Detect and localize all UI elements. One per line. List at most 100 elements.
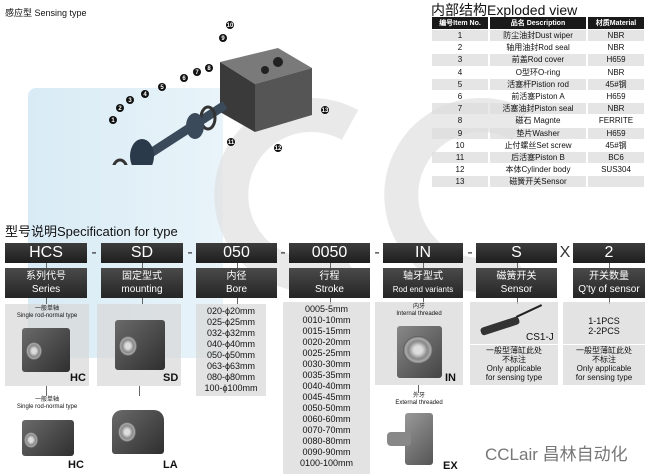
cell-description: 防尘油封Dust wiper xyxy=(490,30,586,42)
qty-panel xyxy=(563,302,645,385)
callout-12: 12 xyxy=(275,146,282,152)
ex-note-cn: 外牙 xyxy=(412,393,425,399)
rod-end-image-in xyxy=(397,326,442,378)
separator: - xyxy=(91,244,97,261)
cell-material: 45#钢 xyxy=(605,140,627,150)
code-stroke: 0050 xyxy=(289,243,370,263)
col-header-item: 编号Item No. xyxy=(432,17,488,29)
cell-material: SUS304 xyxy=(601,165,631,175)
stroke-option: 0090-90mm xyxy=(302,447,351,457)
stroke-option: 0005-5mm xyxy=(304,304,349,314)
series-note-cn: 一般单轴 xyxy=(34,306,59,312)
cell-material: 45#钢 xyxy=(588,78,644,90)
cell-item: 8 xyxy=(457,116,463,126)
parts-row: 8 磁石 Magnte FERRITE xyxy=(432,115,644,126)
cell-material xyxy=(588,176,644,188)
label-en: Sensor xyxy=(500,284,533,295)
spec-title: 型号说明Specification for type xyxy=(5,224,178,239)
note-line: for sensing type xyxy=(485,373,543,382)
mounting-tag-sd: SD xyxy=(163,372,179,384)
connector-line xyxy=(423,263,424,268)
cell-description: 后活塞Piston B xyxy=(490,151,586,164)
cell-material: H659 xyxy=(606,92,626,102)
cell-material: FERRITE xyxy=(598,116,634,126)
code-sensor: S xyxy=(476,243,557,263)
callout-3: 3 xyxy=(128,98,132,104)
connector-line xyxy=(46,386,47,396)
connector-line xyxy=(329,298,331,304)
cell-material: BC6 xyxy=(588,151,644,164)
callout-8: 8 xyxy=(207,66,211,72)
code-series: HCS xyxy=(5,243,87,263)
cell-description: 本体Cylinder body xyxy=(505,165,571,175)
connector-line xyxy=(142,263,143,268)
label-cn: 开关数量 xyxy=(589,271,629,282)
note-line: 不标注 xyxy=(592,355,616,364)
callout-5: 5 xyxy=(160,85,164,91)
bore-option: 100-ϕ100mm xyxy=(204,383,258,393)
cell-item: 1 xyxy=(432,30,488,42)
separator: - xyxy=(374,244,380,261)
sensor-panel xyxy=(470,302,558,385)
cylinder-image-hc-rod xyxy=(22,420,74,456)
label-qty: 开关数量 Q'ty of sensor xyxy=(573,268,645,298)
cell-item: 10 xyxy=(455,140,465,150)
callout-6: 6 xyxy=(182,76,186,82)
connector-line xyxy=(609,263,610,268)
bore-option: 020-ϕ20mm xyxy=(206,306,256,316)
callout-7: 7 xyxy=(195,70,199,76)
mounting-tag-la: LA xyxy=(163,459,178,471)
label-en: Q'ty of sensor xyxy=(578,284,640,295)
parts-row: 10 止付螺丝Set screw 45#钢 xyxy=(432,140,644,151)
stroke-option: 0045-45mm xyxy=(302,392,351,402)
cell-item: 11 xyxy=(432,151,488,164)
label-cn: 固定型式 xyxy=(122,271,162,282)
cell-description: 止付螺丝Set screw xyxy=(504,140,572,150)
callout-13: 13 xyxy=(322,108,329,114)
cell-material: NBR xyxy=(607,67,625,77)
label-cn: 轴牙型式 xyxy=(403,271,443,282)
note-line: Only applicable xyxy=(486,364,542,373)
connector-line xyxy=(46,263,47,268)
series-note-en: Single rod-normal type xyxy=(16,404,78,410)
cell-description: 垫片Washer xyxy=(490,127,586,139)
rod-end-tag-ex: EX xyxy=(443,460,458,472)
cell-description: 前盖Rod cover xyxy=(490,54,586,66)
stroke-option: 0030-30mm xyxy=(302,359,351,369)
in-note-cn: 内牙 xyxy=(412,304,425,310)
cylinder-image-sd xyxy=(115,320,165,370)
stroke-option: 0060-60mm xyxy=(302,414,351,424)
callout-2: 2 xyxy=(118,106,122,112)
cell-description: 活塞杆Pistion rod xyxy=(490,78,586,90)
cell-material: NBR xyxy=(588,30,644,42)
cell-description: 前活塞Piston A xyxy=(511,92,565,102)
callout-10: 10 xyxy=(227,23,234,29)
label-en: Bore xyxy=(225,284,248,295)
sensor-model: CS1-J xyxy=(526,332,554,343)
connector-line xyxy=(516,263,518,268)
label-cn: 行程 xyxy=(319,271,340,282)
series-tag-hc: HC xyxy=(70,372,86,384)
bore-option: 050-ϕ50mm xyxy=(206,350,256,360)
cell-description: 磁石 Magnte xyxy=(515,116,561,126)
stroke-option: 0080-80mm xyxy=(302,436,351,446)
stroke-option: 0015-15mm xyxy=(302,326,351,336)
separator: - xyxy=(467,244,473,261)
divider xyxy=(563,344,645,345)
cell-description: 活塞油封Piston seal xyxy=(490,103,586,115)
piston-rod-assembly xyxy=(112,101,228,165)
